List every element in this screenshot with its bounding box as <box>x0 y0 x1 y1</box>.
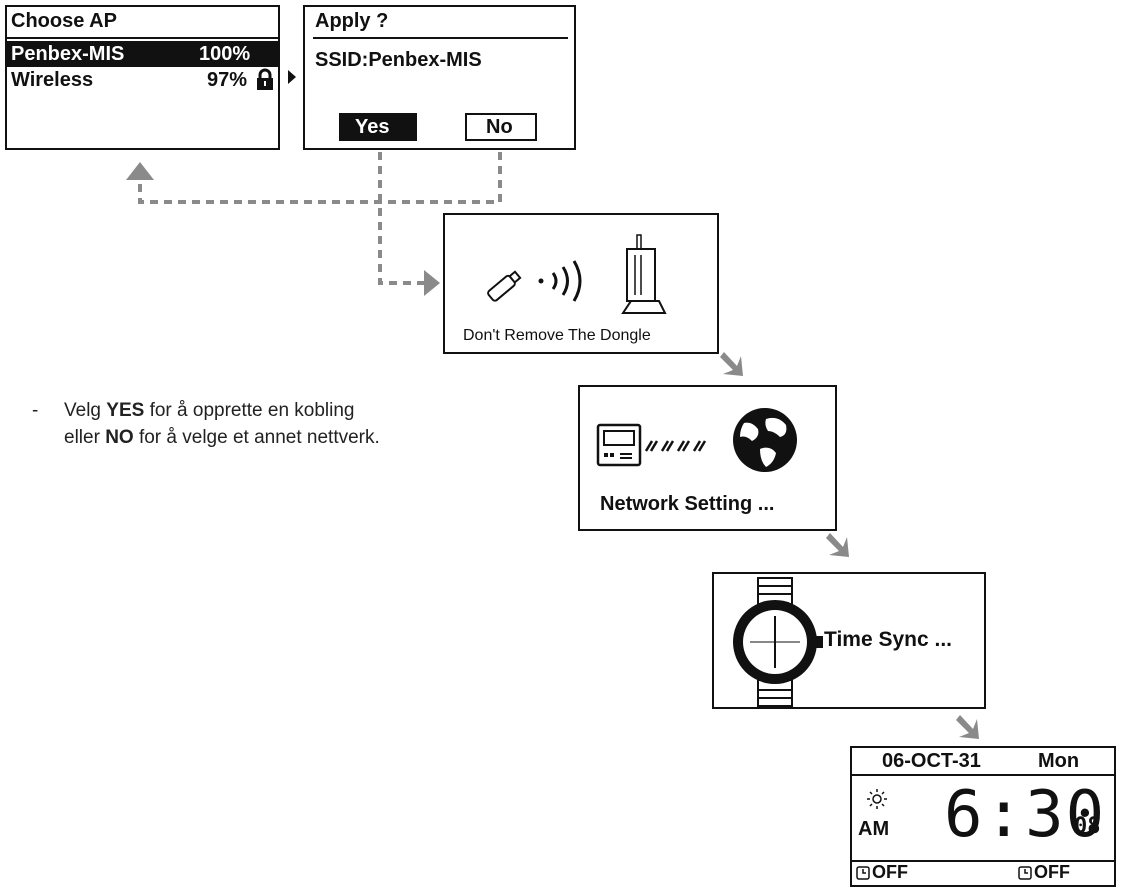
instruction-eller: eller <box>64 427 106 448</box>
ssid-label: SSID:Penbex-MIS <box>315 49 482 71</box>
data-link-icon <box>644 440 707 452</box>
choose-ap-screen: Choose AP Penbex-MIS 100% Wireless 97% <box>5 5 280 150</box>
arrow-right-to-dongle <box>424 270 440 296</box>
alarm-2-status: OFF <box>1034 862 1070 882</box>
dongle-screen: Don't Remove The Dongle <box>443 213 719 354</box>
clock-time: 6:30 <box>944 778 1107 852</box>
apply-screen: Apply ? SSID:Penbex-MIS Yes No <box>303 5 576 150</box>
apply-title: Apply ? <box>315 10 389 32</box>
instruction-yes: YES <box>106 400 145 421</box>
instruction-bullet: - <box>32 400 39 421</box>
usb-dongle-icon <box>487 270 522 302</box>
network-signal-wireless: 97% <box>207 69 248 91</box>
instruction-velg: Velg <box>64 400 107 421</box>
instruction-no: NO <box>105 427 134 448</box>
yes-button[interactable] <box>339 113 417 141</box>
lock-icon <box>257 68 273 90</box>
instruction-line-1: Velg YES for å opprette en kobling <box>64 398 355 424</box>
network-setting-screen: Network Setting ... <box>578 385 837 531</box>
network-setting-message: Network Setting ... <box>600 493 775 515</box>
step-arrow-3 <box>956 715 979 739</box>
arrow-up-to-choose-ap <box>126 162 154 180</box>
globe-icon <box>733 408 797 472</box>
clock-date: 06-OCT-31 <box>882 750 981 772</box>
alarm-icon-1 <box>856 866 870 880</box>
clock-top-divider <box>852 774 1114 776</box>
sun-icon <box>867 789 887 809</box>
instruction-text-1: for å opprette en kobling <box>144 400 355 421</box>
network-signal-penbex: 100% <box>199 43 251 65</box>
network-name-penbex[interactable]: Penbex-MIS <box>11 43 125 65</box>
network-name-wireless[interactable]: Wireless <box>11 69 94 91</box>
clock-bottom-divider <box>852 860 1114 862</box>
no-button[interactable] <box>465 113 537 141</box>
time-sync-message: Time Sync ... <box>824 628 952 651</box>
monitor-icon <box>596 423 642 467</box>
title-divider <box>7 37 278 39</box>
wireless-waves-icon <box>538 260 582 302</box>
step-arrow-2 <box>826 533 849 557</box>
clock-screen: 06-OCT-31 Mon AM 6:30 08 OFF OFF <box>850 746 1116 887</box>
wristwatch-icon <box>733 577 823 707</box>
right-triangle-icon <box>288 70 296 84</box>
apply-divider <box>313 37 568 39</box>
yes-button-label: Yes <box>355 116 390 138</box>
time-sync-screen: Time Sync ... <box>712 572 986 709</box>
connector-yes-to-dongle <box>378 152 424 285</box>
clock-seconds: 08 <box>1074 814 1101 839</box>
clock-ampm: AM <box>858 818 890 840</box>
clock-day: Mon <box>1038 750 1080 772</box>
choose-ap-title: Choose AP <box>11 10 117 32</box>
network-row-highlight <box>7 41 278 67</box>
connector-no-to-choose-ap <box>138 152 502 204</box>
instruction-text-3: for å velge et annet nettverk. <box>133 427 380 448</box>
step-arrow-1 <box>720 352 743 376</box>
instruction-line-2: eller NO for å velge et annet nettverk. <box>64 425 380 451</box>
router-icon <box>621 234 667 314</box>
no-button-label: No <box>486 116 513 138</box>
dongle-message: Don't Remove The Dongle <box>463 327 651 344</box>
alarm-1-status: OFF <box>872 862 908 882</box>
alarm-icon-2 <box>1018 866 1032 880</box>
